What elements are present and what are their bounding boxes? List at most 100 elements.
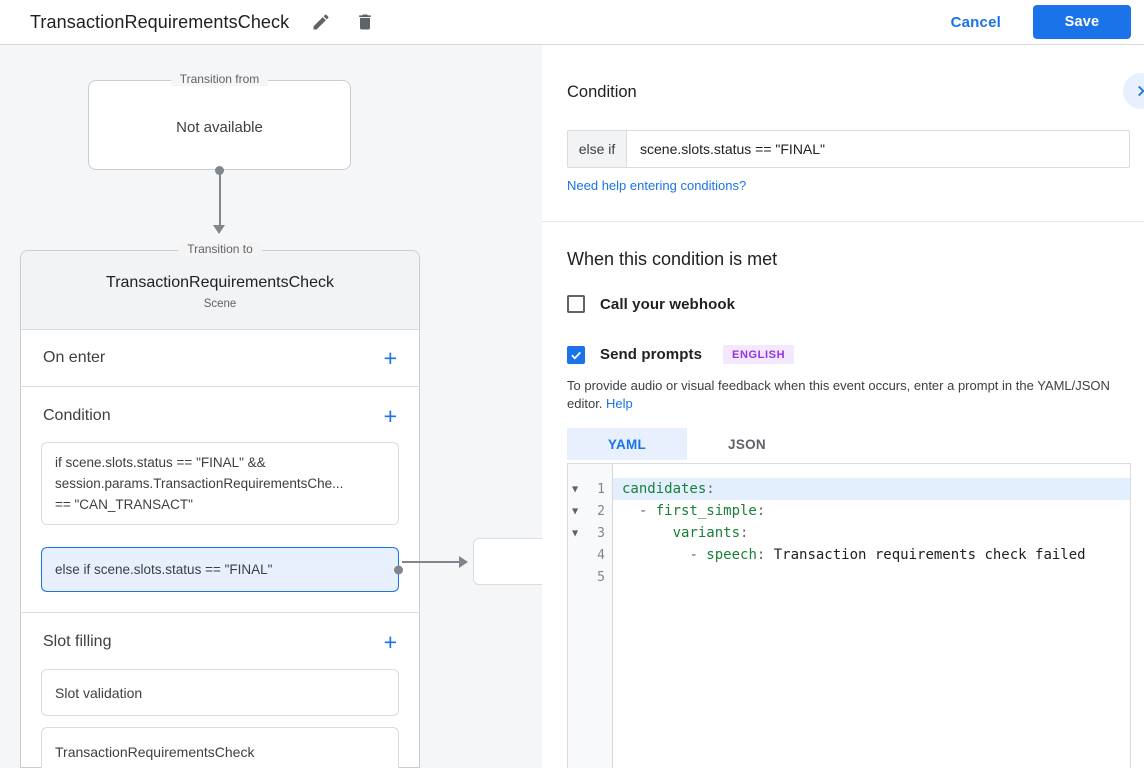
condition-line: == "CAN_TRANSACT" — [55, 497, 193, 512]
when-condition-met-heading: When this condition is met — [567, 249, 778, 269]
slot-filling-section-head: Slot filling + — [41, 626, 399, 658]
code-token: variants — [672, 525, 741, 541]
code-line[interactable] — [613, 566, 1130, 588]
add-slot-icon[interactable]: + — [383, 628, 397, 655]
chevron-right-icon — [1138, 85, 1144, 97]
condition-expression-input[interactable] — [627, 131, 1129, 167]
save-button[interactable]: Save — [1033, 5, 1131, 39]
collapse-panel-button[interactable] — [1123, 73, 1144, 109]
condition-detail-panel: Condition else if Need help entering con… — [542, 45, 1144, 768]
slot-filling-section: Slot filling + Slot validation Transacti… — [21, 613, 419, 768]
code-token: : — [740, 525, 749, 541]
condition-elseif-text: else if scene.slots.status == "FINAL" — [55, 562, 273, 577]
arrow-down-icon — [213, 225, 225, 234]
conditions-help-link[interactable]: Need help entering conditions? — [567, 178, 747, 193]
add-on-enter-icon[interactable]: + — [383, 344, 397, 371]
top-bar: TransactionRequirementsCheck Cancel Save — [0, 0, 1144, 45]
condition-section: Condition + if scene.slots.status == "FI… — [21, 387, 419, 613]
add-condition-icon[interactable]: + — [383, 402, 397, 429]
transition-target-box[interactable] — [473, 538, 542, 585]
webhook-checkbox[interactable] — [567, 295, 585, 313]
transition-from-value: Not available — [176, 119, 263, 136]
code-line[interactable]: candidates: — [613, 478, 1130, 500]
slot-transaction-label: TransactionRequirementsCheck — [55, 743, 255, 760]
on-enter-row[interactable]: On enter + — [21, 330, 419, 387]
fold-arrow-icon[interactable]: ▼ — [572, 528, 579, 538]
webhook-label: Call your webhook — [600, 295, 736, 313]
code-token: candidates — [622, 481, 707, 497]
delete-scene-button[interactable] — [353, 10, 377, 34]
code-token: speech — [706, 547, 757, 563]
pencil-icon — [313, 14, 329, 30]
fold-arrow-icon[interactable]: ▼ — [572, 484, 579, 494]
prompt-description-text: To provide audio or visual feedback when… — [567, 378, 1110, 411]
code-token — [622, 547, 689, 563]
code-line[interactable]: - first_simple: — [613, 500, 1130, 522]
connector-dot — [215, 166, 224, 175]
send-prompts-row[interactable]: Send prompts ENGLISH — [567, 345, 795, 364]
editor-code-area[interactable]: candidates: - first_simple: variants: - … — [613, 464, 1130, 768]
cancel-button[interactable]: Cancel — [950, 13, 1001, 31]
slot-filling-label: Slot filling — [43, 633, 112, 650]
slot-validation-item[interactable]: Slot validation — [41, 669, 399, 716]
code-token: Transaction requirements check failed — [773, 547, 1086, 563]
condition-section-head: Condition + — [41, 400, 399, 432]
gutter-line: 4 — [568, 544, 612, 566]
arrow-right-icon — [459, 556, 468, 568]
page-title: TransactionRequirementsCheck — [30, 11, 290, 32]
transition-to-legend: Transition to — [178, 242, 262, 256]
line-number: 1 — [597, 481, 605, 497]
line-number: 2 — [597, 503, 605, 519]
condition-prefix: else if — [568, 131, 627, 167]
editor-tabs: YAML JSON — [567, 428, 807, 460]
trash-icon — [359, 14, 372, 30]
code-token: - — [689, 547, 707, 563]
fold-arrow-icon[interactable]: ▼ — [572, 506, 579, 516]
transition-from-box[interactable]: Transition from Not available — [88, 72, 351, 170]
connector-line-vertical — [219, 171, 221, 225]
gutter-line: ▼2 — [568, 500, 612, 522]
line-number: 4 — [597, 547, 605, 563]
scene-card-header[interactable]: TransactionRequirementsCheck Scene — [21, 251, 419, 330]
tab-json[interactable]: JSON — [687, 428, 807, 460]
prompt-description: To provide audio or visual feedback when… — [567, 377, 1129, 412]
edit-title-button[interactable] — [309, 10, 333, 34]
connector-line-horizontal — [402, 561, 460, 563]
code-token: : — [756, 503, 766, 519]
slot-validation-label: Slot validation — [55, 684, 143, 701]
scene-card-title: TransactionRequirementsCheck — [106, 274, 334, 291]
prompt-help-link[interactable]: Help — [606, 395, 633, 411]
gutter-line: ▼1 — [568, 478, 612, 500]
code-token: first_simple — [655, 503, 757, 519]
gutter-line: ▼3 — [568, 522, 612, 544]
tab-yaml[interactable]: YAML — [567, 428, 687, 460]
on-enter-label: On enter — [43, 349, 106, 366]
code-token: - — [638, 503, 656, 519]
line-number: 5 — [597, 569, 605, 585]
flow-canvas: Transition from Not available Transition… — [0, 45, 542, 768]
condition-item-if[interactable]: if scene.slots.status == "FINAL" && sess… — [41, 442, 399, 525]
code-line[interactable]: - speech: Transaction requirements check… — [613, 544, 1130, 566]
code-token: : — [756, 547, 774, 563]
checkmark-icon — [571, 351, 582, 359]
transition-from-legend: Transition from — [170, 72, 269, 86]
transition-to-card: Transition to TransactionRequirementsChe… — [20, 242, 420, 768]
send-prompts-checkbox[interactable] — [567, 345, 585, 364]
scene-card-subtitle: Scene — [203, 298, 237, 310]
call-webhook-row[interactable]: Call your webhook — [567, 295, 735, 313]
slot-transaction-item[interactable]: TransactionRequirementsCheck — [41, 727, 399, 768]
code-line[interactable]: variants: — [613, 522, 1130, 544]
condition-item-elseif-selected[interactable]: else if scene.slots.status == "FINAL" — [41, 547, 403, 592]
code-token: : — [706, 481, 715, 497]
gutter-line: 5 — [568, 566, 612, 588]
condition-line: session.params.TransactionRequirementsCh… — [55, 476, 344, 491]
connector-dot — [394, 565, 403, 574]
language-badge: ENGLISH — [723, 345, 795, 364]
code-token — [622, 525, 673, 541]
code-token — [622, 503, 639, 519]
condition-input-group: else if — [567, 130, 1130, 168]
condition-section-label: Condition — [43, 407, 111, 424]
